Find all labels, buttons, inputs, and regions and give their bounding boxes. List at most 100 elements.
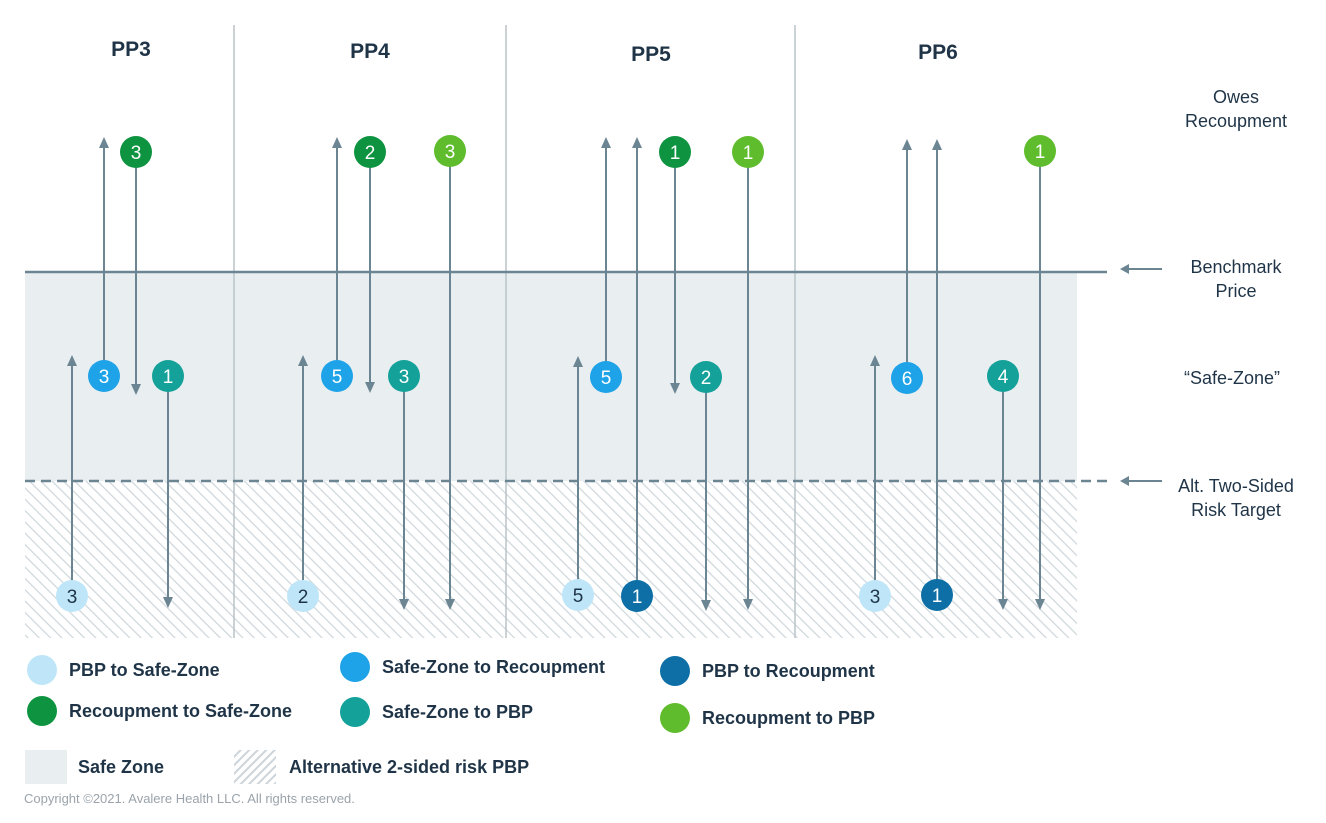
legend-label: Recoupment to PBP [702, 707, 876, 728]
badge-circle [921, 579, 953, 611]
legend-label: Safe-Zone to Recoupment [382, 656, 606, 677]
badge-count: 3 [870, 587, 881, 608]
badge-circle [659, 136, 691, 168]
alt-risk-label-line1: Alt. Two-Sided [1178, 476, 1294, 496]
transition-badges: 3 3 3 1 2 5 2 3 3 5 5 1 1 2 1 3 6 1 4 1 [56, 135, 1056, 612]
period-label-pp6: PP6 [918, 41, 958, 64]
transition-badge-safe-zone-to-pbp: 4 [987, 360, 1019, 392]
period-label-pp3: PP3 [111, 38, 151, 61]
transition-arrow-head [365, 382, 375, 393]
badge-circle [434, 135, 466, 167]
badge-count: 5 [601, 368, 612, 389]
transition-arrow-head [998, 599, 1008, 610]
transition-badge-recoupment-to-pbp: 3 [434, 135, 466, 167]
transition-arrow-head [573, 356, 583, 367]
transition-arrow-head [332, 137, 342, 148]
badge-count: 5 [332, 367, 343, 388]
transition-arrow-head [601, 137, 611, 148]
transition-arrow-head [932, 139, 942, 150]
badge-circle [732, 136, 764, 168]
alt-risk-label-line2: Risk Target [1191, 500, 1281, 520]
legend-dot [660, 656, 690, 686]
transition-arrow-head [632, 137, 642, 148]
transition-badge-pbp-to-safe-zone: 2 [287, 580, 319, 612]
legend-item-pbp-to-safe-zone: PBP to Safe-Zone [27, 655, 220, 685]
badge-count: 1 [163, 367, 174, 388]
badge-circle [987, 360, 1019, 392]
legend-dot [660, 703, 690, 733]
transition-badge-recoupment-to-safe-zone: 2 [354, 136, 386, 168]
benchmark-price-label-line2: Price [1215, 281, 1256, 301]
badge-circle [88, 360, 120, 392]
transition-arrow-head [1035, 599, 1045, 610]
badge-count: 5 [573, 586, 584, 607]
transition-badge-recoupment-to-pbp: 1 [732, 136, 764, 168]
transition-badge-safe-zone-to-recoupment: 5 [590, 361, 622, 393]
transition-arrow-head [399, 599, 409, 610]
transition-badge-safe-zone-to-recoupment: 5 [321, 360, 353, 392]
badge-circle [321, 360, 353, 392]
alt-risk-pointer-arrow [1120, 476, 1162, 486]
legend-item-safe-zone-to-recoupment: Safe-Zone to Recoupment [340, 652, 605, 682]
badge-count: 1 [1035, 142, 1046, 163]
legend-label: PBP to Recoupment [702, 660, 875, 681]
legend-dot [340, 652, 370, 682]
badge-count: 3 [445, 142, 456, 163]
badge-circle [56, 580, 88, 612]
transition-badge-safe-zone-to-pbp: 2 [690, 361, 722, 393]
badge-count: 1 [932, 586, 943, 607]
safe-zone-label: “Safe-Zone” [1184, 368, 1280, 388]
transition-badge-recoupment-to-safe-zone: 1 [659, 136, 691, 168]
legend-item-recoupment-to-pbp: Recoupment to PBP [660, 703, 875, 733]
transition-badge-pbp-to-safe-zone: 3 [859, 580, 891, 612]
badge-count: 3 [399, 367, 410, 388]
badge-count: 4 [998, 367, 1009, 388]
badge-count: 2 [298, 587, 309, 608]
legend-item-recoupment-to-safe-zone: Recoupment to Safe-Zone [27, 696, 292, 726]
badge-count: 3 [131, 143, 142, 164]
legend-label: Safe-Zone to PBP [382, 701, 534, 722]
badge-circle [859, 580, 891, 612]
transition-arrow-head [298, 355, 308, 366]
period-label-pp5: PP5 [631, 43, 671, 66]
legend-item-safe-zone-to-pbp: Safe-Zone to PBP [340, 697, 533, 727]
badge-circle [562, 579, 594, 611]
transition-arrow-head [870, 355, 880, 366]
transition-badge-pbp-to-safe-zone: 3 [56, 580, 88, 612]
transition-badge-pbp-to-recoupment: 1 [921, 579, 953, 611]
legend-label: Recoupment to Safe-Zone [69, 700, 293, 721]
badge-circle [354, 136, 386, 168]
legend-dot [340, 697, 370, 727]
pbp-hatched-band [25, 481, 1077, 638]
transition-badge-pbp-to-safe-zone: 5 [562, 579, 594, 611]
badge-circle [120, 136, 152, 168]
transition-arrow-head [445, 599, 455, 610]
benchmark-price-label-line1: Benchmark [1190, 257, 1282, 277]
badge-circle [287, 580, 319, 612]
badge-count: 2 [365, 143, 376, 164]
badge-circle [590, 361, 622, 393]
badge-count: 6 [902, 369, 913, 390]
transition-arrow-head [743, 599, 753, 610]
badge-circle [1024, 135, 1056, 167]
badge-count: 1 [743, 143, 754, 164]
transition-badge-pbp-to-recoupment: 1 [621, 580, 653, 612]
badge-count: 3 [99, 367, 110, 388]
badge-count: 1 [632, 587, 643, 608]
transition-arrow-head [902, 139, 912, 150]
benchmark-pointer-arrow [1120, 264, 1162, 274]
badge-circle [891, 362, 923, 394]
transition-arrow-head [99, 137, 109, 148]
legend-label: PBP to Safe-Zone [69, 659, 220, 680]
transition-arrow-head [701, 600, 711, 611]
transition-badge-safe-zone-to-recoupment: 6 [891, 362, 923, 394]
badge-circle [152, 360, 184, 392]
transition-badge-safe-zone-to-recoupment: 3 [88, 360, 120, 392]
badge-count: 2 [701, 368, 712, 389]
transition-badge-safe-zone-to-pbp: 1 [152, 360, 184, 392]
transition-arrow-head [131, 384, 141, 395]
period-label-pp4: PP4 [350, 40, 390, 63]
legend-dot [27, 696, 57, 726]
badge-count: 3 [67, 587, 78, 608]
